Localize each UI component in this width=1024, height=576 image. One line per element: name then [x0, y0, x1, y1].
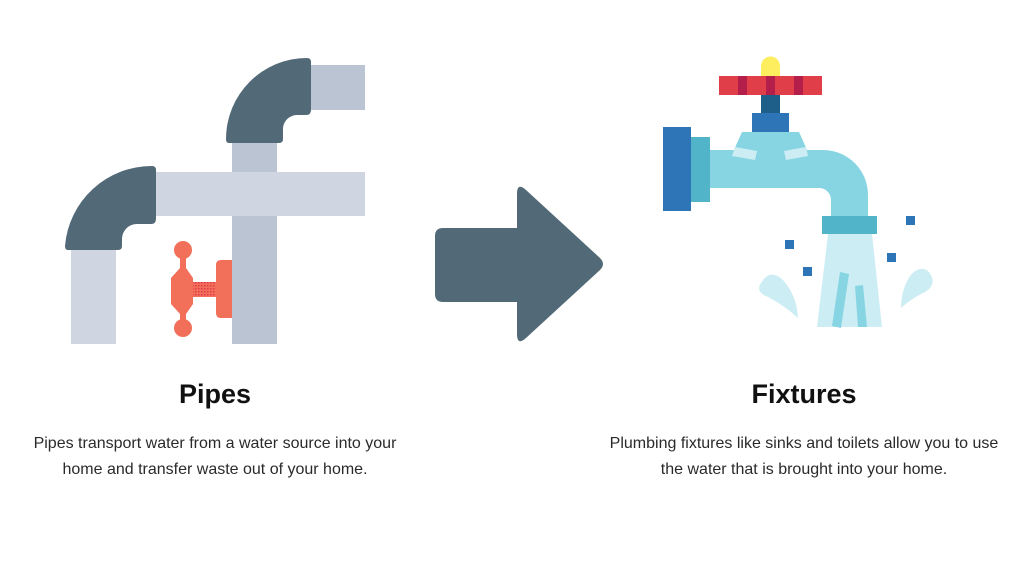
pipes-title: Pipes — [178, 379, 252, 409]
fixtures-title: Fixtures — [751, 379, 857, 409]
valve-icon — [171, 241, 232, 337]
splash-right — [901, 268, 933, 308]
vertical-pipe-left — [71, 248, 116, 344]
left-elbow — [65, 165, 156, 250]
wall-plate — [663, 127, 691, 211]
right-arrow-icon — [435, 186, 603, 342]
vertical-pipe-right — [232, 140, 277, 344]
top-elbow — [226, 58, 311, 143]
water-stream — [817, 234, 882, 327]
nozzle-ring — [822, 216, 877, 234]
pipes-icon — [65, 58, 365, 344]
pipes-description: Pipes transport water from a water sourc… — [33, 435, 397, 478]
top-right-pipe — [311, 65, 365, 110]
faucet-icon — [663, 56, 933, 328]
horizontal-pipe — [155, 172, 365, 216]
handle — [719, 56, 822, 95]
splash-left — [759, 274, 798, 318]
fixtures-description: Plumbing fixtures like sinks and toilets… — [609, 435, 999, 478]
spout — [710, 150, 868, 218]
